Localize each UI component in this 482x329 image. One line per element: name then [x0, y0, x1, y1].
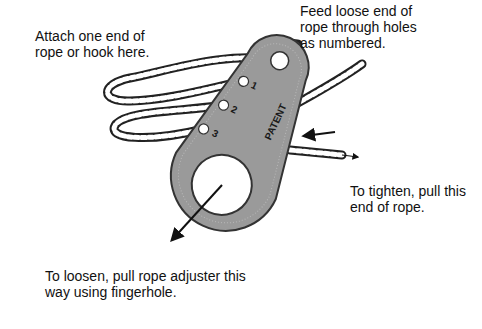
- callout-note: Attach one end of rope or hook here.: [35, 28, 170, 60]
- callout-note: Feed loose end of rope through holes as …: [300, 3, 430, 51]
- callout-note: To loosen, pull rope adjuster this way u…: [45, 268, 255, 300]
- callout-note: To tighten, pull this end of rope.: [350, 183, 475, 215]
- pointer-arrow: [172, 132, 358, 240]
